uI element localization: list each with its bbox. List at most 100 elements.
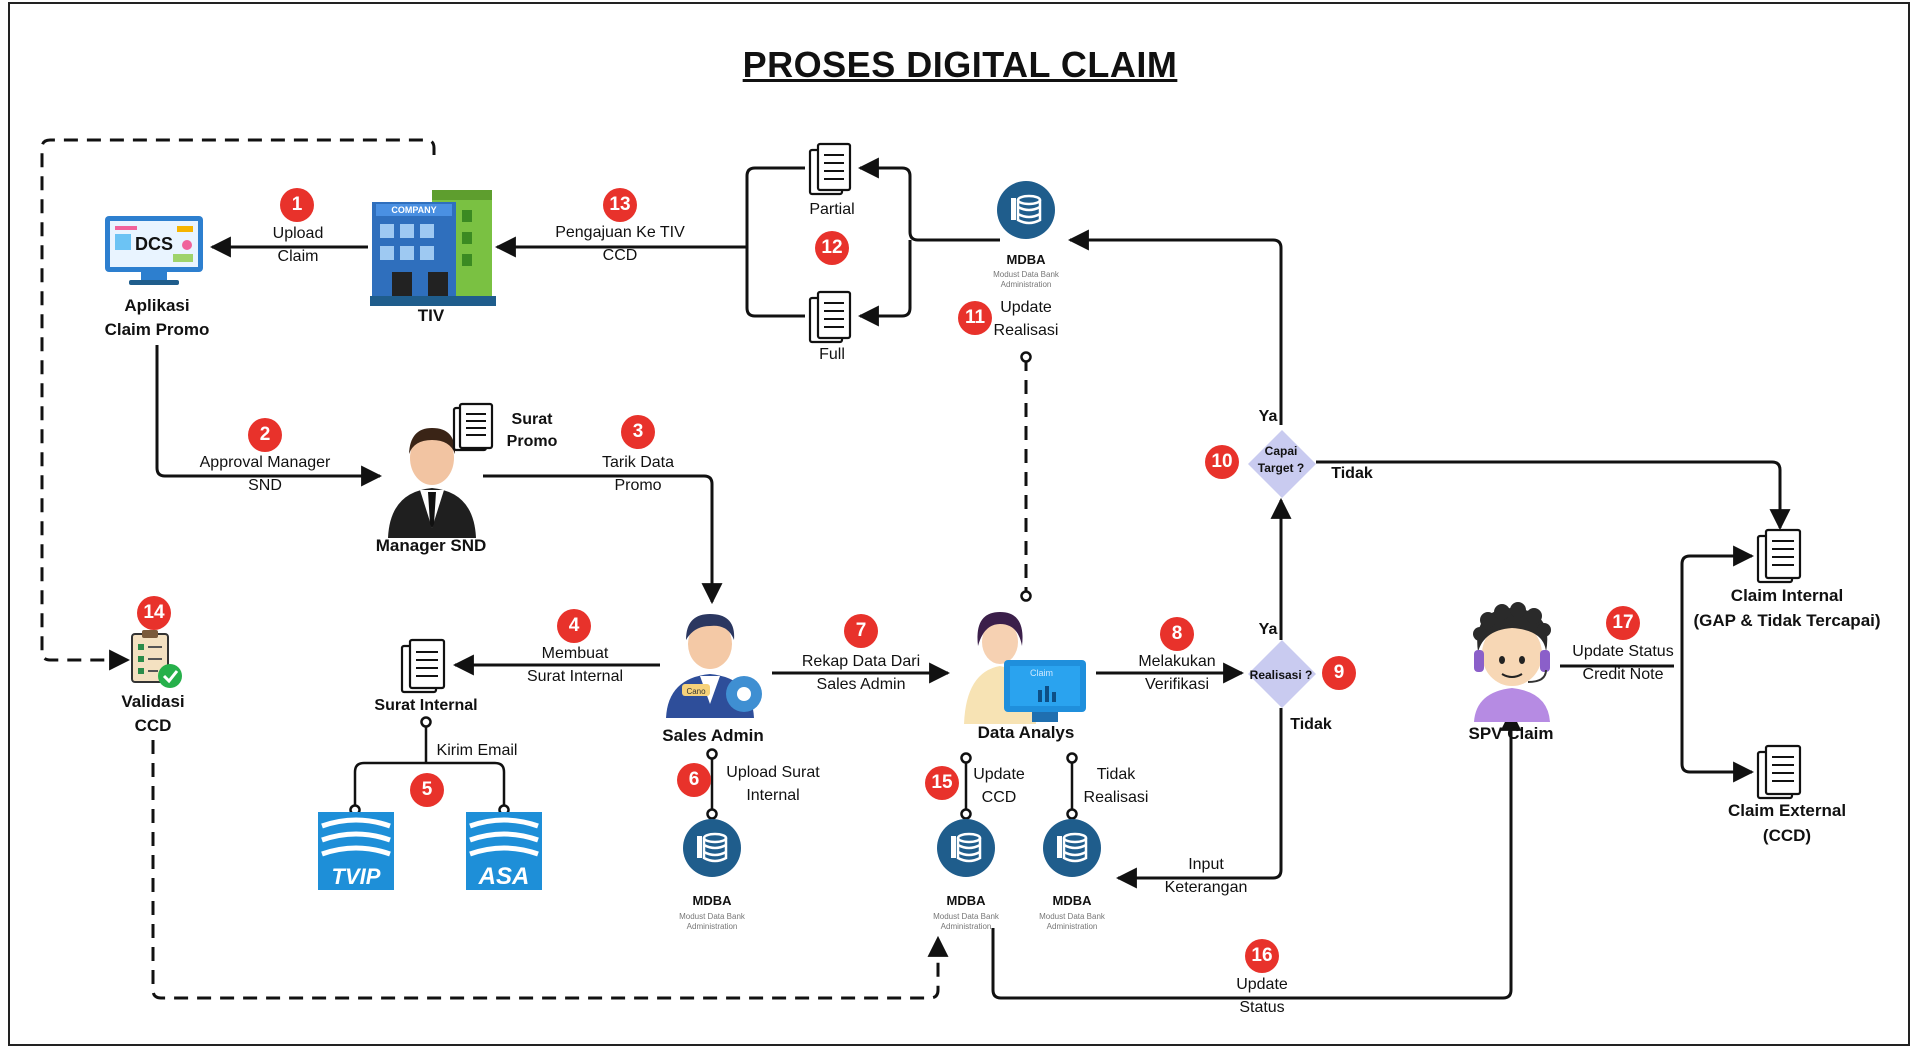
mdba-sales-title: MDBA [692,893,732,908]
step-badge-16: 16 [1245,939,1279,973]
mdba-ccd-sub-1: Modust Data Bank [933,912,999,921]
step-badge-7: 7 [844,614,878,648]
step-7-line-1: Rekap Data Dari [801,653,921,670]
step-13-line-2: CCD [602,247,638,264]
step-badge-9: 9 [1322,656,1356,690]
claim-external-label-1: Claim External [1727,801,1847,820]
step-badge-13: 13 [603,188,637,222]
step-badge-10: 10 [1205,445,1239,479]
tidak-realisasi-line-1: Tidak [1096,766,1136,783]
data-analys-screen-text: Claim [1030,668,1053,678]
step-16-line-1: Update [1236,976,1288,993]
spv-claim-person-icon [1473,602,1551,722]
decision-target-yes: Ya [1258,408,1278,425]
step-5-line-1: Kirim Email [436,742,518,759]
partial-document-icon [808,142,852,196]
full-document-icon [808,290,852,344]
validasi-label-1: Validasi [121,692,185,711]
claim-external-label-2: (CCD) [1762,826,1812,845]
input-keterangan-line-1: Input [1188,856,1224,873]
sales-admin-person-icon: Cano [666,614,762,718]
manager-person-icon [388,428,476,538]
step-6-line-2: Internal [746,787,800,804]
dashed-tiv-validasi [40,138,436,671]
step-17-line-2: Credit Note [1582,666,1664,683]
spv-claim-label: SPV Claim [1468,724,1554,743]
step-4-line-1: Membuat [541,645,609,662]
data-analys-label: Data Analys [977,723,1075,742]
mdba-database-icon [683,819,741,877]
dcs-monitor-icon: DCS [105,216,203,285]
claim-external-document-icon [1756,744,1802,800]
decision-realisasi-diamond [1248,640,1316,708]
step-2-line-1: Approval Manager [199,454,331,471]
step-badge-3: 3 [621,415,655,449]
arrow-mdba-full [857,240,912,327]
step-badge-15: 15 [925,766,959,800]
sales-admin-label: Sales Admin [662,726,764,745]
claim-internal-document-icon [1756,528,1802,584]
asa-text: ASA [478,863,530,890]
arrow-claim-external [1680,666,1755,783]
step-3-line-1: Tarik Data [601,454,675,471]
decision-target-no: Tidak [1331,465,1373,482]
step-3-line-2: Promo [614,477,662,494]
decision-realisasi-yes: Ya [1258,621,1278,638]
tvip-logo-icon: TVIP [318,812,394,890]
step-1-line-2: Claim [277,248,319,265]
step-16-line-2: Status [1239,999,1285,1016]
step-11-line-1: Update [1000,299,1052,316]
mdba-database-icon [937,819,995,877]
mdba-realisasi-sub-1: Modust Data Bank [1039,912,1105,921]
step-badge-12: 12 [815,231,849,265]
clipboard-check-icon [131,630,182,688]
decision-realisasi-no: Tidak [1290,716,1332,733]
decision-target-label-1: Capai [1264,444,1298,458]
step-badge-6: 6 [677,763,711,797]
mdba-top-sub-1: Modust Data Bank [993,270,1059,279]
data-analys-person-icon: Claim [964,612,1086,724]
step-8-line-1: Melakukan [1138,653,1216,670]
asa-logo-icon: ASA [466,812,542,890]
step-badge-14: 14 [137,596,171,630]
validasi-label-2: CCD [134,716,172,735]
surat-promo-label-2: Promo [506,433,558,450]
tiv-label: TIV [417,306,445,325]
mdba-ccd-title: MDBA [946,893,986,908]
step-badge-2: 2 [248,418,282,452]
arrow-target-tidak [1316,460,1791,531]
arrow-update-status [991,709,1522,1000]
step-6-line-1: Upload Surat [726,764,820,781]
dashed-validasi-mdba [151,740,949,1000]
surat-internal-label: Surat Internal [374,697,478,714]
step-15-line-2: CCD [981,789,1017,806]
diagram-title: PROSES DIGITAL CLAIM [742,44,1178,85]
step-13-line-1: Pengajuan Ke TIV [555,224,685,241]
claim-internal-label-1: Claim Internal [1730,586,1844,605]
mdba-top-sub-2: Administration [1000,280,1052,289]
arrow-realisasi-tidak [1115,708,1283,889]
partial-label: Partial [809,201,855,218]
mdba-realisasi-sub-2: Administration [1046,922,1098,931]
decision-realisasi-label: Realisasi ? [1249,668,1313,682]
arrow-tarik-data [483,474,723,605]
line-kirim-email [353,722,506,810]
mdba-sales-sub-1: Modust Data Bank [679,912,745,921]
step-badge-1: 1 [280,188,314,222]
arrow-claim-internal [1680,545,1755,666]
mdba-database-icon [997,181,1055,239]
mdba-sales-sub-2: Administration [686,922,738,931]
step-2-line-2: SND [248,477,282,494]
arrow-pengajuan-tiv [745,166,805,318]
arrow-target-ya [1067,229,1283,425]
mdba-top-title: MDBA [1006,252,1046,267]
step-8-line-2: Verifikasi [1144,676,1210,693]
step-badge-11: 11 [958,301,992,335]
step-15-line-1: Update [973,766,1025,783]
company-sign-text: COMPANY [391,205,436,215]
manager-label: Manager SND [375,536,487,555]
step-4-line-2: Surat Internal [526,668,624,685]
dcs-icon-text: DCS [135,234,173,254]
arrow-mdba-partial [857,157,1000,242]
